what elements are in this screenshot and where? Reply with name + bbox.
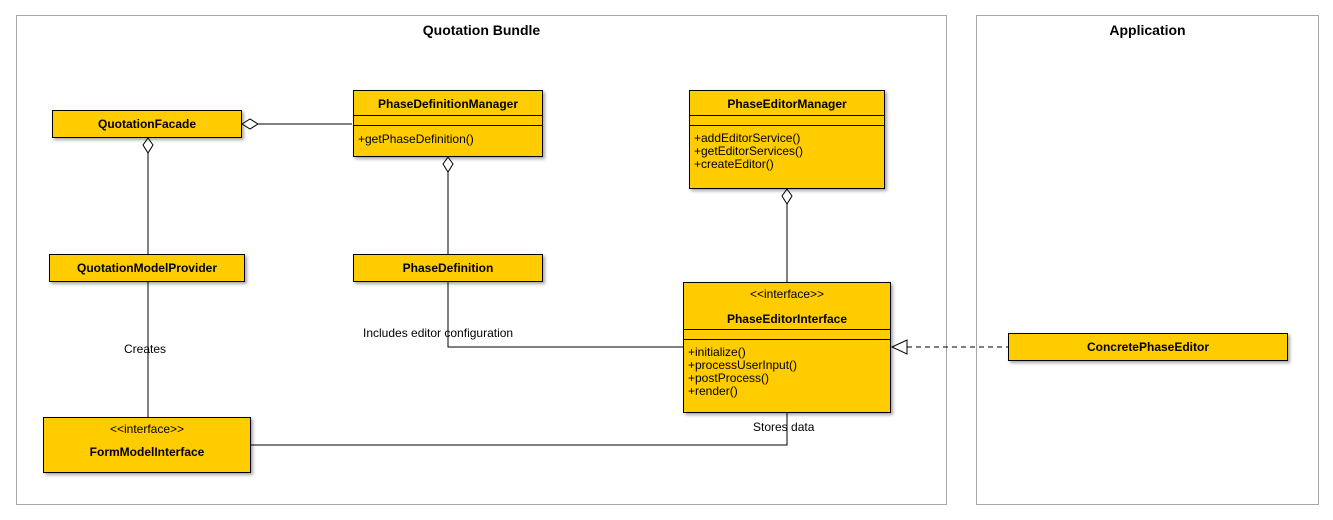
method-list: +addEditorService() +getEditorServices()… xyxy=(694,132,803,171)
method-item: +createEditor() xyxy=(694,157,774,171)
method-item: +getPhaseDefinition() xyxy=(358,132,474,146)
method-item: +initialize() xyxy=(688,345,746,359)
realization-arrow-icon xyxy=(890,339,908,355)
class-name: QuotationFacade xyxy=(97,117,196,131)
method-list: +initialize() +processUserInput() +postP… xyxy=(688,346,797,398)
application-package: Application xyxy=(976,15,1319,505)
application-title: Application xyxy=(1109,22,1186,38)
method-item: +getEditorServices() xyxy=(694,144,804,158)
method-item: +addEditorService() xyxy=(694,131,801,145)
class-divider xyxy=(684,339,890,340)
class-divider xyxy=(690,125,884,126)
class-name: PhaseDefinition xyxy=(402,261,494,275)
class-divider xyxy=(684,329,890,330)
stereotype-label: <<interface>> xyxy=(749,287,825,301)
class-phase-definition[interactable]: PhaseDefinition xyxy=(353,254,543,282)
edge-formmodel-editorinterface xyxy=(251,413,788,446)
class-phase-definition-manager[interactable]: PhaseDefinitionManager +getPhaseDefiniti… xyxy=(353,90,543,157)
aggregation-diamond-icon xyxy=(241,118,259,130)
class-concrete-phase-editor[interactable]: ConcretePhaseEditor xyxy=(1008,333,1288,361)
aggregation-diamond-icon xyxy=(442,156,454,173)
class-name: PhaseEditorInterface xyxy=(726,312,848,326)
class-divider xyxy=(354,115,542,116)
stereotype-label: <<interface>> xyxy=(109,422,185,436)
class-quotation-facade[interactable]: QuotationFacade xyxy=(52,110,242,138)
label-stores-data: Stores data xyxy=(753,420,815,434)
method-item: +postProcess() xyxy=(688,371,770,385)
class-quotation-model-provider[interactable]: QuotationModelProvider xyxy=(49,254,245,282)
class-name: PhaseEditorManager xyxy=(727,97,847,111)
class-form-model-interface[interactable]: <<interface>> FormModelInterface xyxy=(43,417,251,473)
label-includes-editor-configuration: Includes editor configuration xyxy=(363,326,514,340)
aggregation-diamond-icon xyxy=(142,137,154,154)
class-name: QuotationModelProvider xyxy=(76,261,217,275)
class-divider xyxy=(354,125,542,126)
method-item: +render() xyxy=(688,384,738,398)
method-item: +processUserInput() xyxy=(688,358,798,372)
quotation-bundle-title: Quotation Bundle xyxy=(422,22,541,38)
class-name: FormModelInterface xyxy=(89,445,205,459)
class-name: PhaseDefinitionManager xyxy=(377,97,519,111)
class-divider xyxy=(690,115,884,116)
label-creates: Creates xyxy=(124,342,167,356)
class-phase-editor-manager[interactable]: PhaseEditorManager +addEditorService() +… xyxy=(689,90,885,189)
method-list: +getPhaseDefinition() xyxy=(358,133,474,146)
class-phase-editor-interface[interactable]: <<interface>> PhaseEditorInterface +init… xyxy=(683,282,891,413)
class-name: ConcretePhaseEditor xyxy=(1086,340,1210,354)
edge-phasedef-editorinterface xyxy=(447,282,683,348)
aggregation-diamond-icon xyxy=(781,188,793,205)
